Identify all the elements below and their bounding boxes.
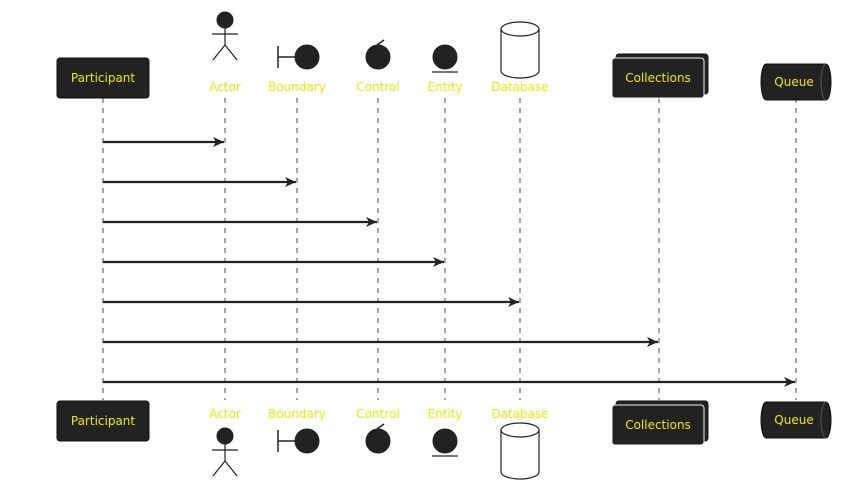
participant-bottom-queue: Queue <box>760 401 832 439</box>
participant-label-actor: Actor <box>209 80 241 94</box>
boundary-icon <box>277 428 320 454</box>
participant-label-actor: Actor <box>209 407 241 421</box>
participant-top-database: Database <box>491 21 549 94</box>
messages <box>103 137 795 387</box>
actor-icon <box>212 11 238 61</box>
participant-bottom-database: Database <box>491 407 549 480</box>
participant-top-collections: Collections <box>611 53 709 99</box>
participant-label-collections: Collections <box>625 418 691 432</box>
lifelines <box>102 98 797 400</box>
participant-label-participant: Participant <box>71 414 136 428</box>
participant-label-database: Database <box>491 80 548 94</box>
participant-bottom-participant: Participant <box>56 400 150 442</box>
participant-top-actor: Actor <box>209 11 241 94</box>
boundary-icon <box>277 44 320 70</box>
actor-icon <box>212 427 238 477</box>
participant-heads: ParticipantParticipantActorActorBoundary… <box>56 11 832 480</box>
participant-top-entity: Entity <box>427 44 463 94</box>
participant-box <box>56 400 150 442</box>
participant-label-queue: Queue <box>774 413 813 427</box>
collections-box <box>611 404 705 446</box>
participant-label-control: Control <box>356 407 399 421</box>
participant-bottom-control: Control <box>356 407 400 454</box>
participant-label-database: Database <box>491 407 548 421</box>
participant-label-boundary: Boundary <box>268 80 326 94</box>
participant-label-boundary: Boundary <box>268 407 326 421</box>
participant-bottom-entity: Entity <box>427 407 463 457</box>
participant-label-queue: Queue <box>774 75 813 89</box>
participant-bottom-collections: Collections <box>611 400 709 446</box>
entity-icon <box>432 44 458 73</box>
participant-label-entity: Entity <box>427 407 462 421</box>
participant-label-participant: Participant <box>71 71 136 85</box>
control-icon <box>365 423 391 454</box>
participant-label-entity: Entity <box>427 80 462 94</box>
database-icon <box>500 422 540 480</box>
participant-bottom-actor: Actor <box>209 407 241 477</box>
database-icon <box>500 21 540 79</box>
participant-box <box>56 57 150 99</box>
participant-bottom-boundary: Boundary <box>268 407 326 454</box>
participant-top-participant: Participant <box>56 57 150 99</box>
entity-icon <box>432 428 458 457</box>
participant-top-control: Control <box>356 39 400 94</box>
collections-box <box>611 57 705 99</box>
participant-top-queue: Queue <box>760 63 832 101</box>
control-icon <box>365 39 391 70</box>
participant-label-control: Control <box>356 80 399 94</box>
participant-label-collections: Collections <box>625 71 691 85</box>
participant-top-boundary: Boundary <box>268 44 326 94</box>
